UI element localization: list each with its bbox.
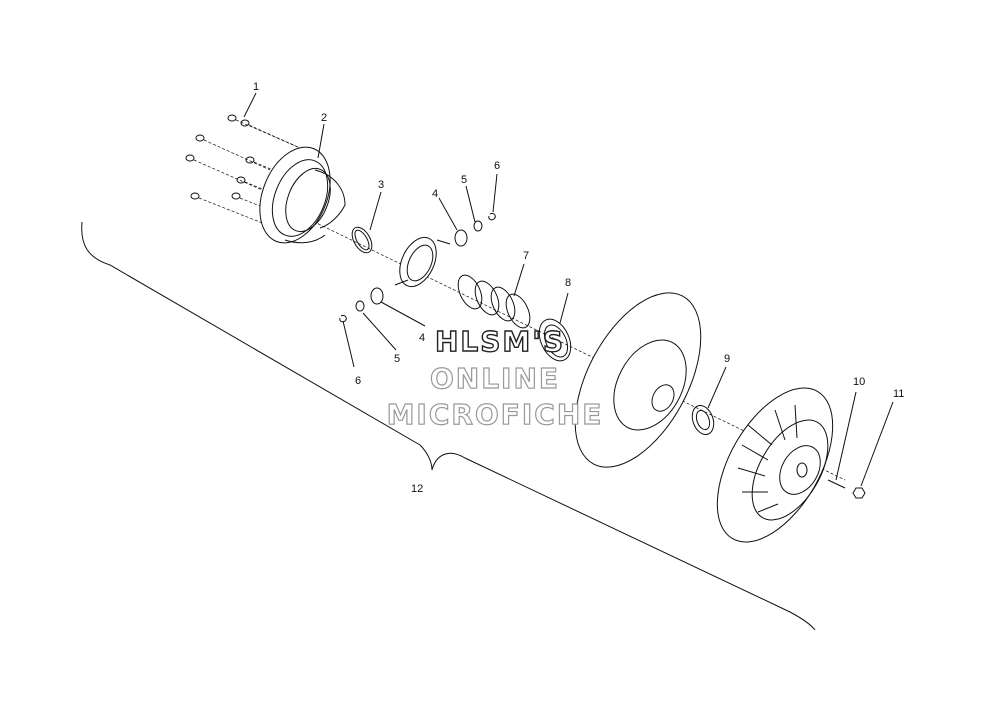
clip-upper [488, 213, 496, 221]
washer-upper [473, 220, 483, 232]
movable-sheave [574, 292, 702, 468]
washer-lower [355, 300, 365, 312]
leader-lines [243, 92, 894, 487]
spring [457, 274, 531, 329]
watermark-line-2: ONLINE [429, 361, 561, 395]
stationary-sheave [716, 387, 834, 543]
callout-5: 5 [461, 174, 467, 186]
callout-3: 3 [378, 179, 384, 191]
callout-5b: 5 [394, 353, 400, 365]
callouts: 1 2 3 4 5 6 7 8 4 5 6 9 10 11 12 [253, 81, 904, 495]
bolt [827, 479, 846, 489]
callout-6: 6 [494, 160, 500, 172]
nut [852, 487, 866, 499]
callout-4: 4 [432, 188, 438, 200]
screw-set [185, 114, 301, 229]
callout-7: 7 [523, 250, 529, 262]
assembly-bracket [81, 221, 816, 631]
callout-9: 9 [724, 353, 730, 365]
callout-1: 1 [253, 81, 259, 93]
watermark-line-3: MICROFICHE [386, 397, 604, 431]
retaining-ring [351, 226, 373, 254]
callout-10: 10 [853, 376, 865, 388]
roller-upper [454, 229, 468, 247]
callout-6b: 6 [355, 375, 361, 387]
callout-2: 2 [321, 112, 327, 124]
clip-lower [339, 315, 347, 323]
callout-4b: 4 [419, 332, 425, 344]
spider-hub [394, 236, 451, 288]
roller-lower [370, 287, 384, 305]
callout-12: 12 [411, 483, 423, 495]
callout-11: 11 [893, 388, 904, 400]
spider-cover [259, 146, 346, 244]
watermark-line-1: HLSM'S [434, 324, 566, 358]
spring-seat [538, 318, 572, 362]
callout-8: 8 [565, 277, 571, 289]
shim-washer [691, 404, 715, 436]
